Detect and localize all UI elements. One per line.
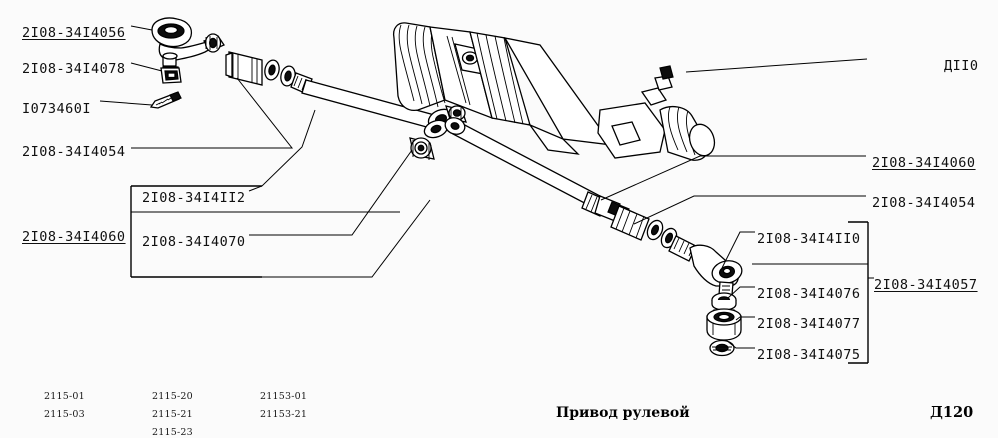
right-tie-rod-end-part [689,244,743,302]
footer-code: 2115-01 [44,391,85,402]
label-I073460I: I073460I [22,101,92,117]
clamp-nut-part [160,66,182,84]
footer-code: 2115-21 [152,409,193,420]
label-2I08-34I4078: 2I08-34I4078 [22,61,126,77]
steering-rack-part [392,22,716,161]
label-2I08-34I4076: 2I08-34I4076 [757,286,861,302]
label-2I08-34I4057: 2I08-34I4057 [874,277,978,293]
footer-code: 2115-23 [152,427,193,438]
page-title: Привод рулевой [556,405,690,421]
label-2I08-34I4054-left: 2I08-34I4054 [22,144,126,160]
label-D110: ДII0 [944,58,979,74]
label-2I08-34I4054-right: 2I08-34I4054 [872,195,976,211]
label-2I08-34I4II2: 2I08-34I4II2 [142,190,246,206]
label-2I08-34I4070: 2I08-34I4070 [142,234,246,250]
label-2I08-34I4075: 2I08-34I4075 [757,347,861,363]
left-tie-rod-end-part [151,17,225,75]
leader-lines [99,25,874,364]
label-2I08-34I4077: 2I08-34I4077 [757,316,861,332]
right-tie-rod-sleeve-part [581,191,697,262]
footer-code: 2115-03 [44,409,85,420]
label-2I08-34I4056: 2I08-34I4056 [22,25,126,41]
left-tie-rod-sleeve-part [225,51,439,130]
footer-code: 2115-20 [152,391,193,402]
clamp-bolt-part [149,91,182,109]
upper-washer-part [711,292,737,311]
label-2I08-34I4060-right: 2I08-34I4060 [872,155,976,171]
footer-code: 21153-01 [260,391,308,402]
lower-washer-part [709,339,735,357]
center-joint-cluster-part [409,105,601,209]
label-2I08-34I4060-left: 2I08-34I4060 [22,229,126,245]
castle-nut-part [706,308,742,341]
sheet-code: Д120 [930,404,974,421]
label-2I08-34I4II0: 2I08-34I4II0 [757,231,861,247]
footer-code: 21153-21 [260,409,308,420]
